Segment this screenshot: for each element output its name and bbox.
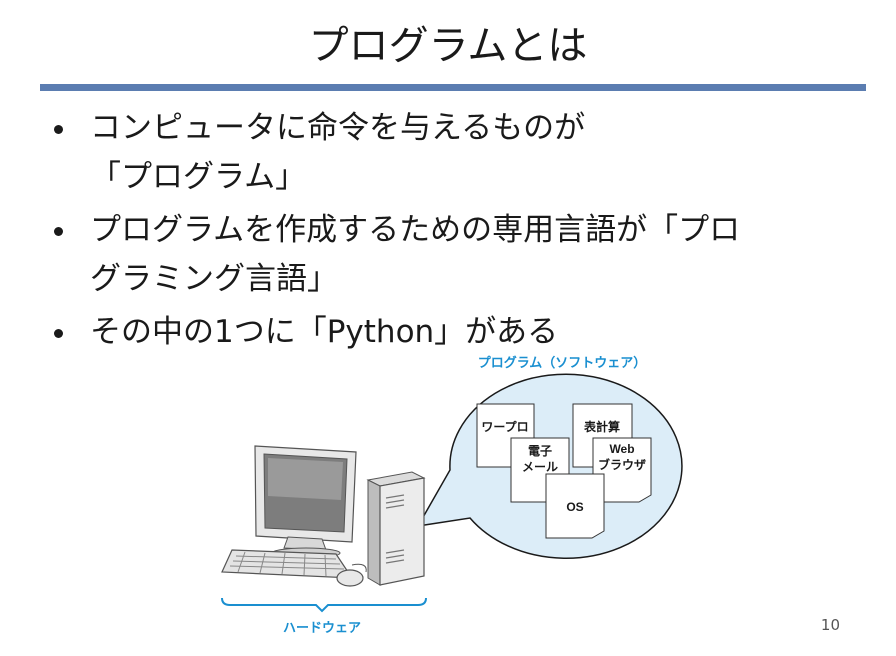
bullet-dot-icon bbox=[54, 227, 63, 236]
doc-browser-label-1: Web bbox=[609, 442, 634, 456]
doc-wordpro-label: ワープロ bbox=[481, 419, 528, 434]
slide-title: プログラムとは bbox=[308, 23, 588, 69]
software-label: プログラム（ソフトウェア） bbox=[478, 355, 647, 370]
bullet-item: コンピュータに命令を与えるものが 「プログラム」 bbox=[52, 104, 852, 202]
keyboard-icon bbox=[221, 549, 354, 579]
doc-os-label: OS bbox=[566, 500, 583, 514]
monitor-icon bbox=[254, 445, 357, 559]
page-number: 10 bbox=[820, 616, 840, 634]
bullet-dot-icon bbox=[54, 125, 63, 134]
computer-illustration: プログラム（ソフトウェア） ワープロ 表計算 電子 メール Web bbox=[221, 355, 683, 635]
pc-tower-icon bbox=[366, 471, 426, 586]
doc-os-icon: OS bbox=[545, 473, 605, 539]
hardware-label: ハードウェア bbox=[283, 620, 361, 635]
bullet-dot-icon bbox=[54, 329, 63, 338]
doc-email-label-1: 電子 bbox=[528, 444, 552, 458]
bullet-list: コンピュータに命令を与えるものが 「プログラム」 プログラムを作成するための専用… bbox=[52, 104, 852, 361]
bullet-text: プログラムを作成するための専用言語が「プロ グラミング言語」 bbox=[90, 212, 741, 297]
title-underline bbox=[40, 84, 866, 91]
doc-browser-icon: Web ブラウザ bbox=[592, 437, 652, 503]
hardware-brace bbox=[221, 597, 427, 613]
bullet-item: その中の1つに「Python」がある bbox=[52, 308, 852, 357]
doc-spreadsheet-label: 表計算 bbox=[583, 419, 620, 434]
mouse-icon bbox=[336, 563, 367, 587]
bullet-item: プログラムを作成するための専用言語が「プロ グラミング言語」 bbox=[52, 206, 852, 304]
doc-email-label-2: メール bbox=[522, 460, 558, 474]
doc-browser-label-2: ブラウザ bbox=[598, 457, 646, 472]
bullet-text: コンピュータに命令を与えるものが 「プログラム」 bbox=[90, 110, 586, 195]
bullet-text: その中の1つに「Python」がある bbox=[90, 314, 559, 350]
